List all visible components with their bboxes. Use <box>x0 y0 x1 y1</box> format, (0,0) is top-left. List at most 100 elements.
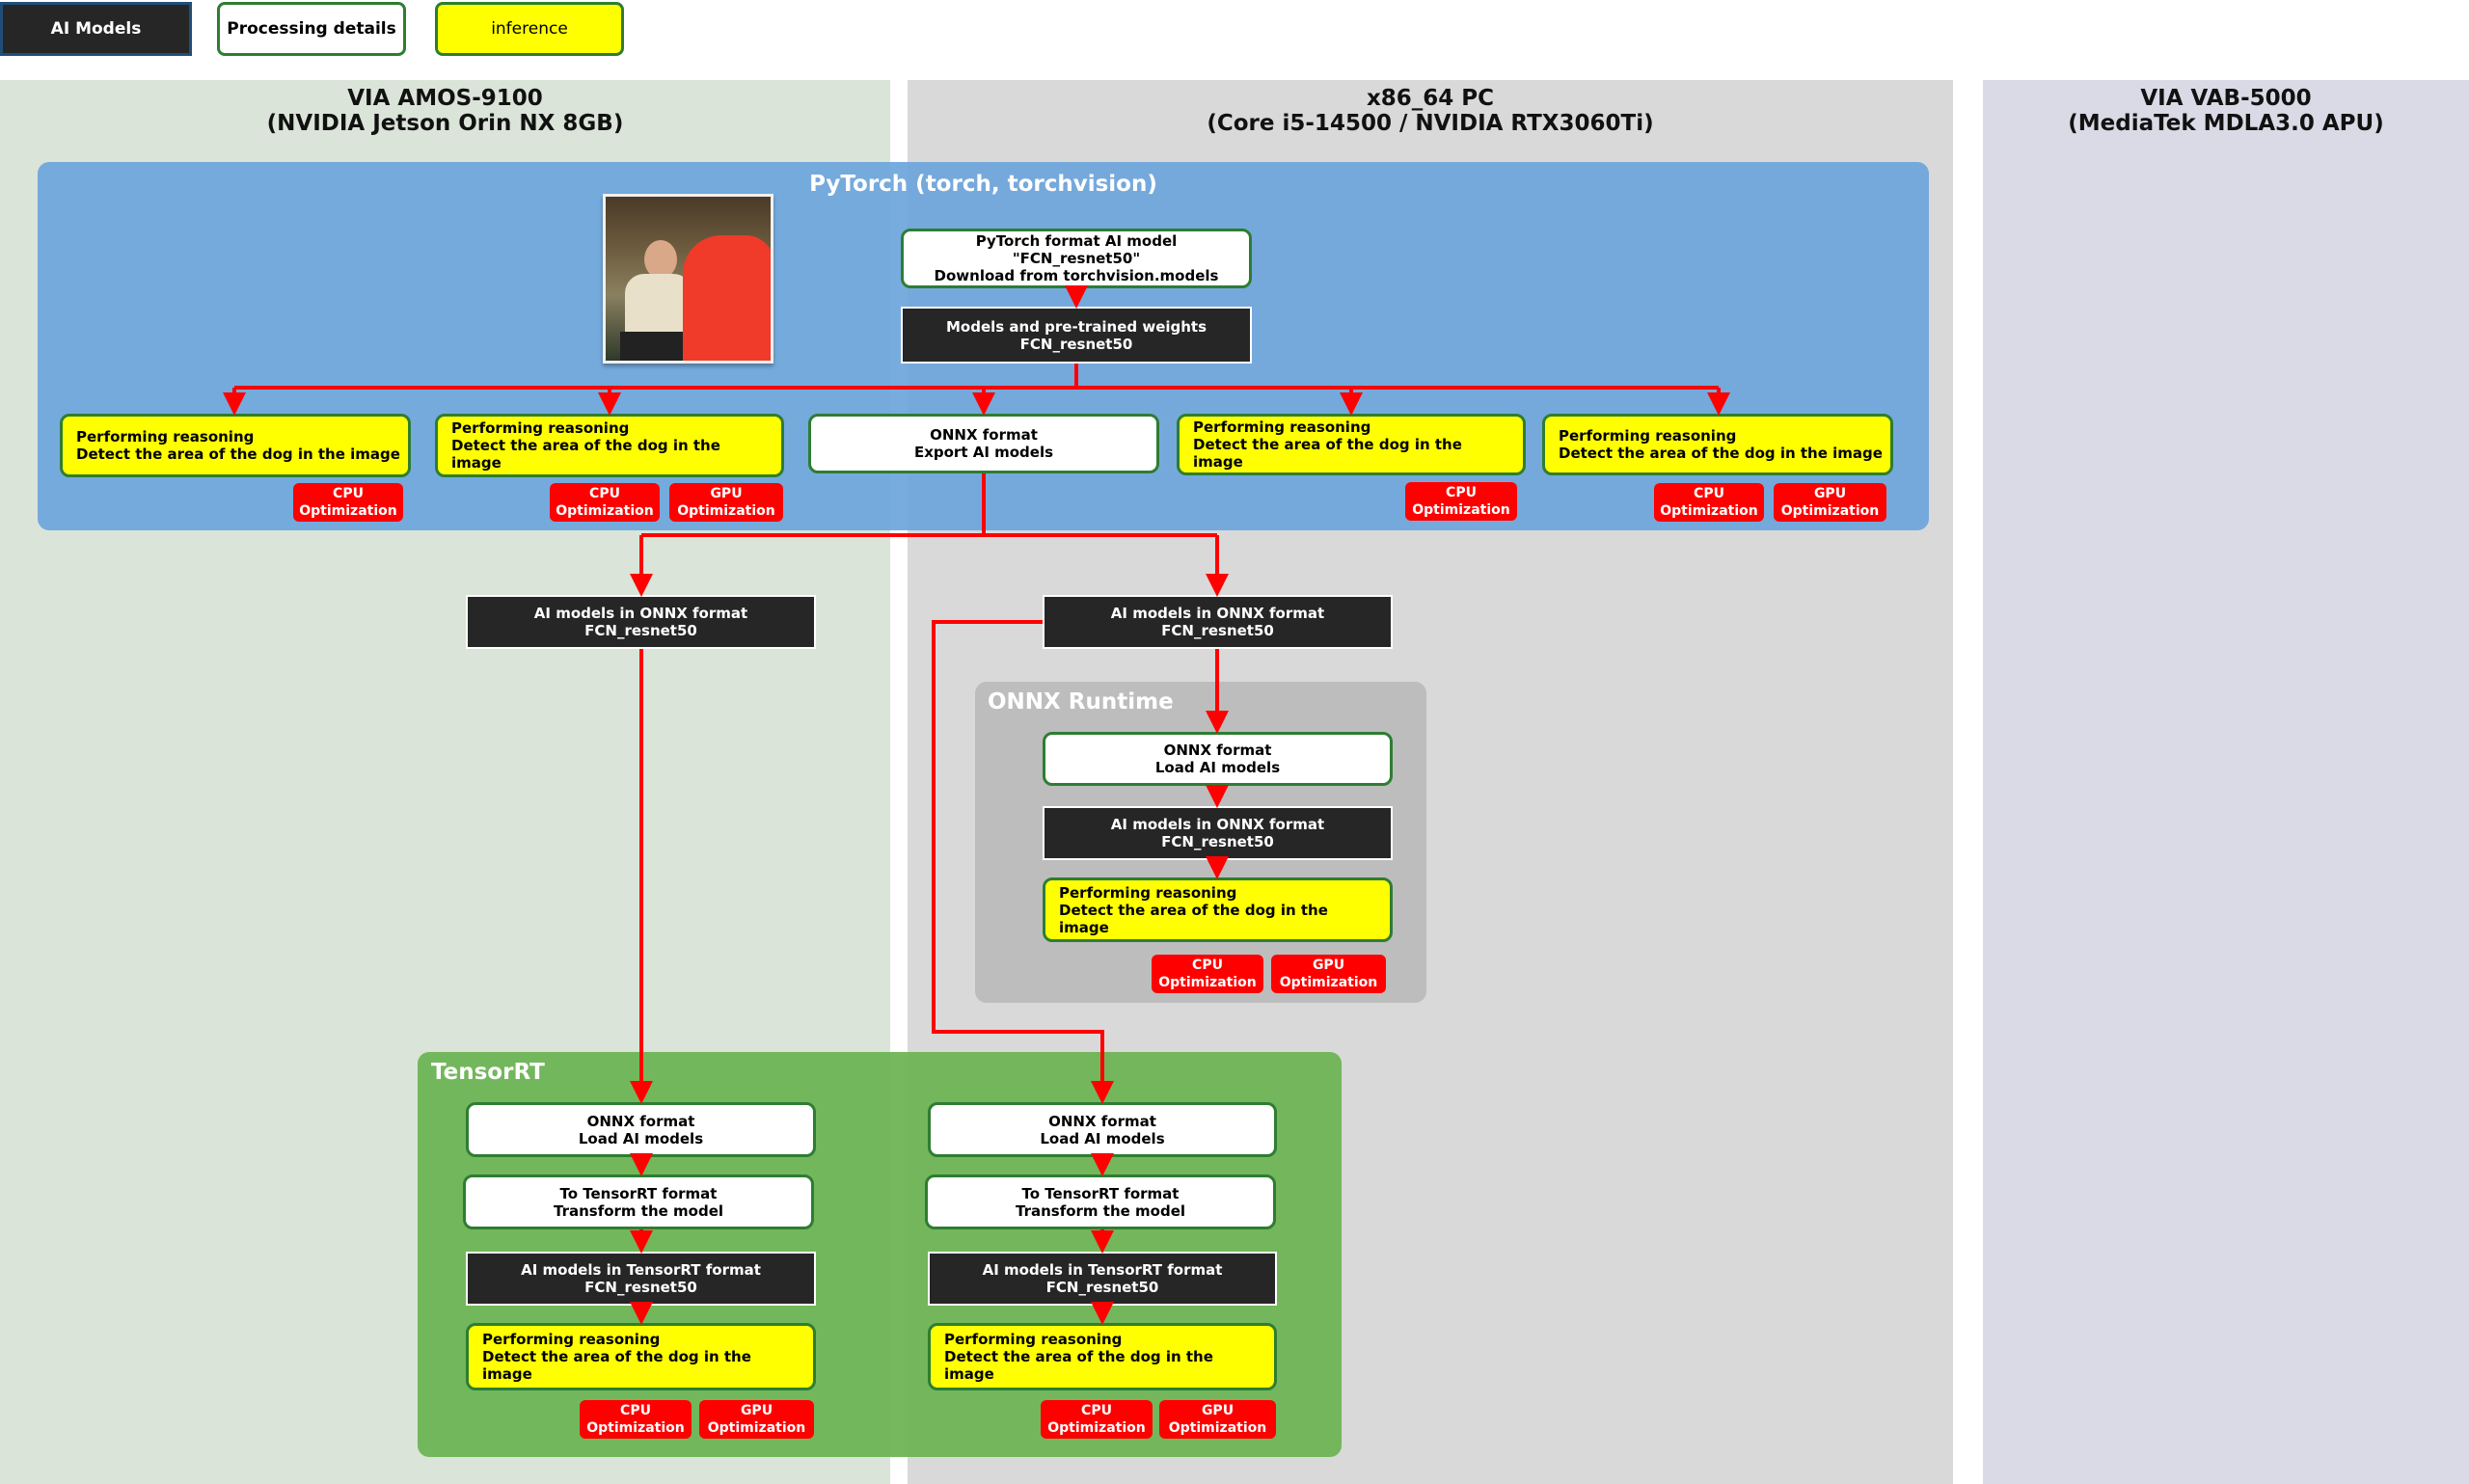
box-line: Detect the area of the dog in the image <box>1059 901 1328 936</box>
badge-text: CPU <box>620 1403 651 1418</box>
badge-text: Optimization <box>556 503 654 519</box>
legend-inference: inference <box>435 2 624 56</box>
box-line: Detect the area of the dog in the image <box>451 437 720 472</box>
box-line: Export AI models <box>913 444 1054 461</box>
badge-text: CPU <box>1446 485 1477 500</box>
box-line: AI models in ONNX format <box>1110 605 1325 622</box>
arrow-onnx-pc-to-tensorrt <box>932 620 1114 1104</box>
column-title: VIA AMOS-9100 <box>347 86 543 111</box>
gpu-optimization-badge: GPU Optimization <box>699 1400 814 1439</box>
badge-text: Optimization <box>1660 503 1758 519</box>
box-line: Performing reasoning <box>1059 883 1237 902</box>
box-line: Performing reasoning <box>451 419 630 437</box>
column-subtitle: (MediaTek MDLA3.0 APU) <box>2068 111 2384 136</box>
box-line: Load AI models <box>578 1129 704 1147</box>
box-line: ONNX format <box>1048 1112 1156 1130</box>
export-split-line <box>641 473 1217 537</box>
badge-text: GPU <box>1201 1403 1234 1418</box>
cpu-optimization-badge: CPU Optimization <box>580 1400 692 1439</box>
pytorch-panel-title: PyTorch (torch, torchvision) <box>809 172 1157 197</box>
legend-processing-details: Processing details <box>217 2 406 56</box>
box-line: Download from torchvision.models <box>934 267 1219 284</box>
cpu-optimization-badge: CPU Optimization <box>550 483 660 522</box>
cpu-optimization-badge: CPU Optimization <box>1152 955 1263 993</box>
gpu-optimization-badge: GPU Optimization <box>1271 955 1386 993</box>
box-line: Performing reasoning <box>944 1331 1123 1348</box>
badge-text: CPU <box>1694 486 1724 501</box>
box-line: Detect the area of the dog in the image <box>1559 445 1883 462</box>
cpu-optimization-badge: CPU Optimization <box>293 483 403 522</box>
box-line: Detect the area of the dog in the image <box>482 1348 751 1383</box>
box-line: PyTorch format AI model <box>975 232 1178 250</box>
box-line: AI models in TensorRT format <box>521 1261 761 1279</box>
gpu-optimization-badge: GPU Optimization <box>1774 483 1886 522</box>
box-line: FCN_resnet50 <box>1045 1279 1159 1296</box>
box-line: Load AI models <box>1040 1129 1165 1147</box>
box-line: Detect the area of the dog in the image <box>1193 436 1462 471</box>
box-line: FCN_resnet50 <box>1161 833 1274 850</box>
badge-text: Optimization <box>707 1420 806 1436</box>
column-subtitle: (Core i5-14500 / NVIDIA RTX3060Ti) <box>1207 111 1654 136</box>
badge-text: Optimization <box>299 503 397 519</box>
box-line: ONNX format <box>930 426 1038 444</box>
box-line: Load AI models <box>1154 759 1281 776</box>
box-line: Detect the area of the dog in the image <box>76 445 400 463</box>
gpu-optimization-badge: GPU Optimization <box>1159 1400 1276 1439</box>
column-vab-5000: VIA VAB-5000(MediaTek MDLA3.0 APU) <box>1983 80 2469 1484</box>
box-line: Detect the area of the dog in the image <box>944 1348 1213 1383</box>
column-title: x86_64 PC <box>1366 86 1495 111</box>
onnx-runtime-title: ONNX Runtime <box>988 689 1174 715</box>
badge-text: Optimization <box>1168 1420 1267 1436</box>
pretrained-weights-box: Models and pre-trained weights FCN_resne… <box>901 307 1252 364</box>
badge-text: Optimization <box>1412 502 1510 518</box>
legend-ai-models: AI Models <box>0 2 192 56</box>
sample-photo-man-with-dog <box>603 194 773 364</box>
box-line: AI models in TensorRT format <box>982 1261 1223 1279</box>
box-line: Performing reasoning <box>76 428 255 445</box>
box-line: Transform the model <box>1015 1201 1186 1220</box>
badge-text: GPU <box>1813 486 1847 501</box>
badge-text: Optimization <box>677 503 775 519</box>
badge-text: GPU <box>1312 958 1345 973</box>
badge-text: Optimization <box>1047 1420 1146 1436</box>
column-subtitle: (NVIDIA Jetson Orin NX 8GB) <box>266 111 624 136</box>
box-line: Performing reasoning <box>1559 427 1737 445</box>
gpu-optimization-badge: GPU Optimization <box>669 483 783 522</box>
box-line: AI models in ONNX format <box>1110 816 1325 833</box>
box-line: Models and pre-trained weights <box>945 317 1207 336</box>
badge-text: CPU <box>333 486 364 501</box>
badge-text: CPU <box>589 486 620 501</box>
box-line: To TensorRT format <box>1021 1184 1180 1202</box>
box-line: Performing reasoning <box>1193 418 1371 436</box>
branch-line <box>234 364 1719 390</box>
badge-text: Optimization <box>586 1420 685 1436</box>
column-title: VIA VAB-5000 <box>2140 86 2312 111</box>
badge-text: CPU <box>1192 958 1223 973</box>
box-line: "FCN_resnet50" <box>1012 250 1141 267</box>
box-line: To TensorRT format <box>559 1184 718 1202</box>
box-line: FCN_resnet50 <box>1019 335 1133 353</box>
badge-text: GPU <box>740 1403 773 1418</box>
box-line: Transform the model <box>553 1201 724 1220</box>
cpu-optimization-badge: CPU Optimization <box>1405 482 1517 521</box>
badge-text: GPU <box>710 486 743 501</box>
badge-text: Optimization <box>1279 975 1378 990</box>
badge-text: Optimization <box>1780 503 1880 519</box>
tensorrt-title: TensorRT <box>431 1060 545 1085</box>
box-line: ONNX format <box>1163 742 1272 759</box>
box-line: AI models in ONNX format <box>533 605 748 622</box>
box-line: FCN_resnet50 <box>1161 622 1274 639</box>
box-line: FCN_resnet50 <box>584 1279 697 1296</box>
box-line: Performing reasoning <box>482 1331 661 1348</box>
box-line: FCN_resnet50 <box>584 622 697 639</box>
badge-text: Optimization <box>1158 975 1257 990</box>
